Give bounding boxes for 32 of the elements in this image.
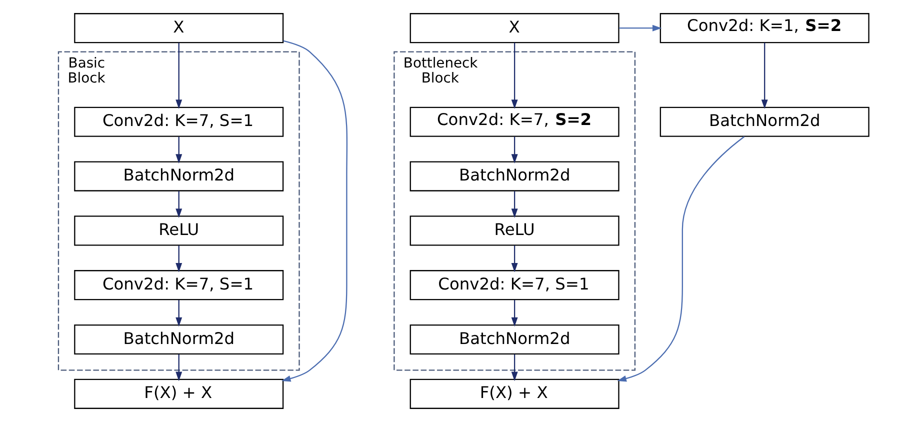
arrow: [510, 190, 518, 218]
arrow: [175, 190, 182, 218]
arrow: [510, 136, 518, 163]
node-box: Conv2d: K=7, S=2: [409, 106, 619, 136]
node-box: BatchNorm2d: [74, 324, 284, 354]
arrow: [618, 24, 662, 31]
node-box: Conv2d: K=7, S=1: [409, 270, 619, 300]
arrow: [510, 245, 518, 272]
node-box: Conv2d: K=7, S=1: [74, 106, 284, 136]
node-box: BatchNorm2d: [659, 106, 869, 136]
node-box: BatchNorm2d: [74, 160, 284, 191]
node-box: Conv2d: K=1, S=2: [659, 12, 869, 43]
arrow: [175, 245, 182, 272]
arrow: [616, 136, 744, 382]
node-box: ReLU: [74, 215, 284, 246]
node-box: BatchNorm2d: [409, 160, 619, 191]
node-box: ReLU: [409, 215, 619, 246]
arrow: [175, 354, 182, 381]
node-box: X: [74, 12, 284, 43]
arrow: [510, 299, 518, 326]
arrow: [510, 354, 518, 381]
arrow: [760, 42, 768, 108]
arrow: [175, 136, 182, 163]
node-box: F(X) + X: [409, 378, 619, 408]
node-box: F(X) + X: [74, 378, 284, 408]
arrow: [510, 42, 518, 108]
node-box: BatchNorm2d: [409, 324, 619, 354]
node-box: Conv2d: K=7, S=1: [74, 270, 284, 300]
arrow: [175, 299, 182, 326]
arrow: [280, 40, 348, 382]
arrow: [175, 42, 182, 108]
node-box: X: [409, 12, 619, 43]
